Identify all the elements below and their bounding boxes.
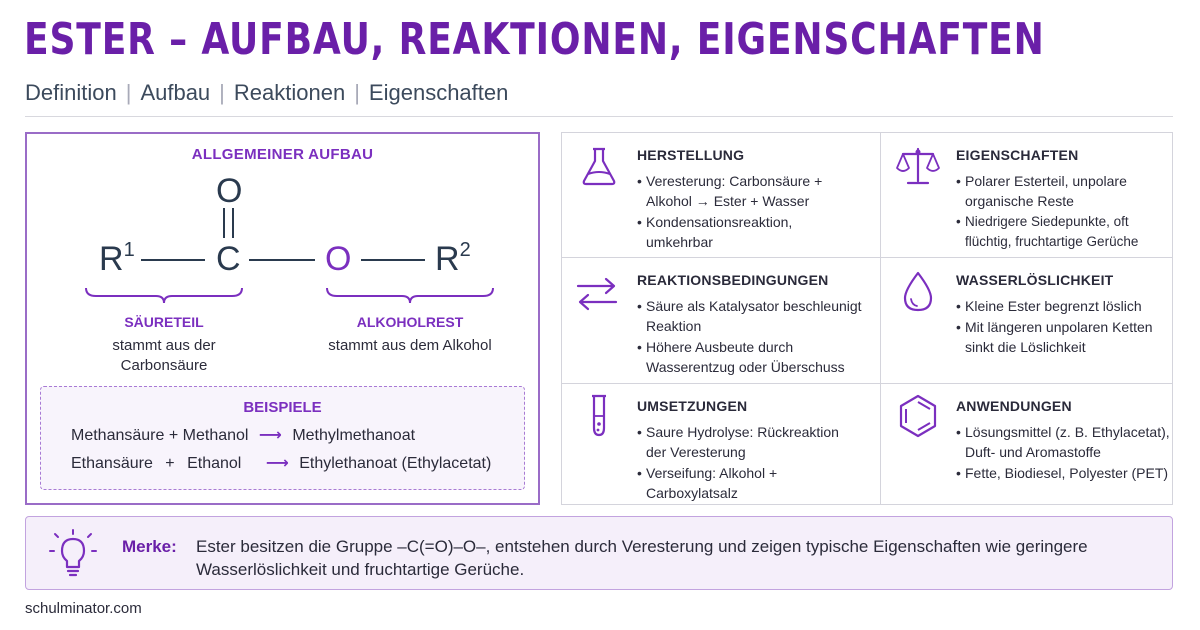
list-item: Mit längeren unpolaren Ketten sinkt die …	[956, 317, 1171, 357]
list-item: Höhere Ausbeute durch Wasserentzug oder …	[637, 337, 862, 377]
bond-o-r2	[361, 259, 425, 261]
atom-c: C	[216, 240, 241, 278]
lightbulb-icon	[49, 529, 97, 577]
list-item: Verseifung: Alkohol + Carboxylatsalz	[637, 463, 862, 503]
example-acid: Methansäure	[71, 427, 165, 444]
acid-part-label: SÄURETEIL	[124, 314, 204, 330]
examples-box: BEISPIELE Methansäure + Methanol ⟶ Methy…	[40, 386, 525, 490]
card-herstellung-heading: HERSTELLUNG	[637, 147, 745, 163]
atom-r2-symbol: R	[435, 240, 460, 278]
list-item: Kleine Ester begrenzt löslich	[956, 296, 1171, 316]
bond-c-o	[249, 259, 315, 261]
merke-label: Merke:	[122, 537, 177, 556]
card-reaktionsbedingungen-heading: REAKTIONSBEDINGUNGEN	[637, 272, 829, 288]
grid-divider-horizontal	[562, 257, 1172, 258]
footer-source: schulminator.com	[25, 600, 142, 617]
exchange-arrows-icon	[576, 277, 618, 311]
example-row: Ethansäure + Ethanol ⟶ Ethylethanoat (Et…	[71, 453, 491, 473]
card-anwendungen-list: Lösungsmittel (z. B. Ethylacetat), Duft-…	[956, 422, 1171, 484]
example-plus: +	[165, 455, 175, 472]
subtitle-separator: |	[219, 80, 225, 105]
balance-scale-icon	[896, 147, 940, 185]
structure-panel: ALLGEMEINER AUFBAU O R1 C O R2 SÄURETEIL…	[25, 132, 540, 505]
page-title: ESTER – AUFBAU, REAKTIONEN, EIGENSCHAFTE…	[24, 14, 1045, 65]
card-reaktionsbedingungen: REAKTIONSBEDINGUNGEN Säure als Katalysat…	[562, 258, 880, 383]
card-umsetzungen: UMSETZUNGEN Saure Hydrolyse: Rückreaktio…	[562, 384, 880, 506]
card-herstellung: HERSTELLUNG Veresterung: Carbonsäure + A…	[562, 133, 880, 257]
card-umsetzungen-heading: UMSETZUNGEN	[637, 398, 748, 414]
card-umsetzungen-list: Saure Hydrolyse: Rückreaktion der Verest…	[637, 422, 862, 504]
list-item: Saure Hydrolyse: Rückreaktion der Verest…	[637, 422, 862, 462]
example-ester: Ethylethanoat (Ethylacetat)	[299, 455, 492, 472]
structure-heading: ALLGEMEINER AUFBAU	[191, 146, 374, 163]
example-ester: Methylmethanoat	[292, 427, 416, 444]
card-eigenschaften-list: Polarer Esterteil, unpolare organische R…	[956, 171, 1171, 253]
subtitle-separator: |	[354, 80, 360, 105]
example-acid: Ethansäure	[71, 455, 153, 472]
header-divider	[25, 116, 1173, 117]
card-wasserloeslichkeit-list: Kleine Ester begrenzt löslich Mit länger…	[956, 296, 1171, 358]
card-wasserloeslichkeit: WASSERLÖSLICHKEIT Kleine Ester begrenzt …	[881, 258, 1174, 383]
merke-box: Merke: Ester besitzen die Gruppe –C(=O)–…	[25, 516, 1173, 590]
subtitle-item-aufbau: Aufbau	[140, 80, 211, 105]
flask-icon	[582, 147, 616, 186]
example-plus: +	[168, 427, 179, 444]
atom-r1: R1	[99, 239, 135, 278]
reaction-arrow-icon: ⟶	[265, 455, 289, 472]
atom-r1-symbol: R	[99, 240, 124, 278]
example-alcohol: Methanol	[182, 427, 249, 444]
merke-text: Ester besitzen die Gruppe –C(=O)–O–, ent…	[196, 537, 1088, 579]
examples-heading: BEISPIELE	[243, 399, 322, 416]
list-item: Lösungsmittel (z. B. Ethylacetat), Duft-…	[956, 422, 1171, 462]
subtitle-item-eigenschaften: Eigenschaften	[368, 80, 509, 105]
list-item: Veresterung: Carbonsäure + Alkohol → Est…	[637, 171, 857, 211]
list-item: Niedrigere Siedepunkte, oft flüchtig, fr…	[956, 212, 1171, 252]
subtitle-item-definition: Definition	[25, 80, 117, 105]
atom-r2: R2	[435, 239, 471, 278]
list-item: Fette, Biodiesel, Polyester (PET)	[956, 463, 1171, 483]
alcohol-part-brace	[326, 287, 494, 304]
grid-divider-horizontal	[562, 383, 1172, 384]
card-eigenschaften: EIGENSCHAFTEN Polarer Esterteil, unpolar…	[881, 133, 1174, 257]
benzene-ring-icon	[899, 394, 937, 438]
double-bond-line-1	[223, 208, 225, 238]
acid-part-description: stammt aus der Carbonsäure	[112, 337, 216, 374]
card-herstellung-list: Veresterung: Carbonsäure + Alkohol → Est…	[637, 171, 857, 253]
subtitle-nav: Definition | Aufbau | Reaktionen | Eigenschaft…	[25, 80, 508, 106]
example-alcohol: Ethanol	[187, 455, 242, 472]
bond-r1-c	[141, 259, 205, 261]
alcohol-part-description: stammt aus dem Alkohol	[328, 337, 492, 354]
ester-structure-formula: O R1 C O R2	[27, 134, 542, 334]
list-item: Polarer Esterteil, unpolare organische R…	[956, 171, 1171, 211]
atom-r2-index: 2	[459, 239, 471, 261]
atom-o-mid: O	[325, 240, 352, 278]
example-row: Methansäure + Methanol ⟶ Methylmethanoat	[71, 425, 415, 445]
test-tube-icon	[592, 394, 606, 437]
info-grid: HERSTELLUNG Veresterung: Carbonsäure + A…	[561, 132, 1173, 505]
grid-divider-vertical	[880, 133, 881, 504]
card-anwendungen: ANWENDUNGEN Lösungsmittel (z. B. Ethylac…	[881, 384, 1174, 506]
alcohol-part-label: ALKOHOLREST	[356, 314, 464, 330]
double-bond-line-2	[232, 208, 234, 238]
list-item: Kondensationsreaktion, umkehrbar	[637, 212, 857, 252]
card-reaktionsbedingungen-list: Säure als Katalysator beschleunigt Reakt…	[637, 296, 862, 378]
water-drop-icon	[903, 271, 933, 312]
subtitle-separator: |	[125, 80, 132, 105]
card-anwendungen-heading: ANWENDUNGEN	[956, 398, 1072, 414]
atom-o-top: O	[216, 172, 243, 210]
subtitle-item-reaktionen: Reaktionen	[233, 80, 346, 105]
card-eigenschaften-heading: EIGENSCHAFTEN	[956, 147, 1079, 163]
acid-part-brace	[85, 287, 243, 304]
atom-r1-index: 1	[123, 239, 135, 261]
list-item: Säure als Katalysator beschleunigt Reakt…	[637, 296, 862, 336]
card-wasserloeslichkeit-heading: WASSERLÖSLICHKEIT	[956, 272, 1114, 288]
reaction-arrow-icon: ⟶	[258, 427, 282, 444]
